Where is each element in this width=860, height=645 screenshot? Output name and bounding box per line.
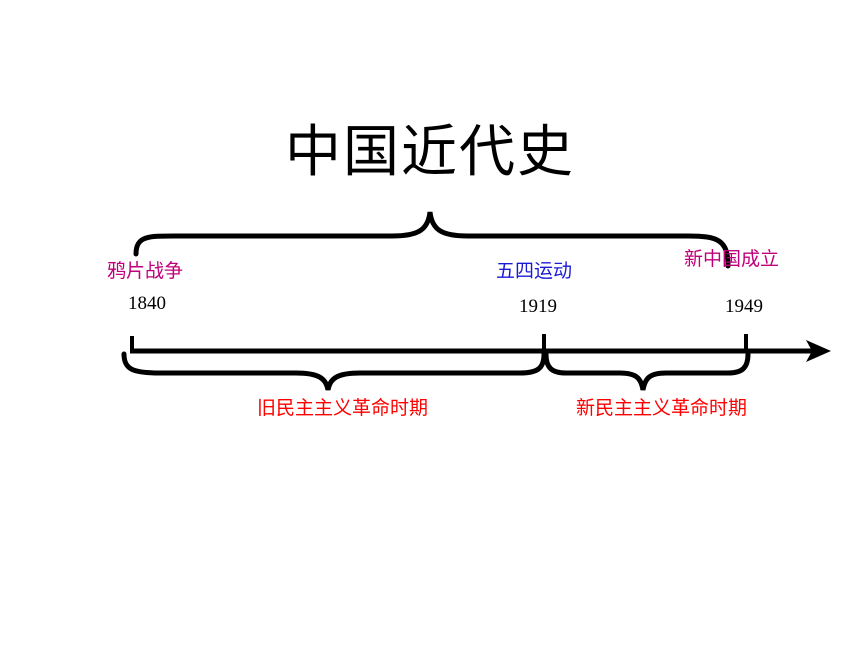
slide-title: 中国近代史: [285, 120, 575, 185]
period-new-democratic-revolution: 新民主主义革命时期: [576, 397, 748, 419]
old-democratic-period-brace: [121, 351, 547, 391]
period-old-democratic-revolution: 旧民主主义革命时期: [257, 397, 429, 419]
year-1919: 1919: [519, 296, 557, 317]
event-prc-founding: 新中国成立: [684, 248, 780, 270]
event-opium-war: 鸦片战争: [107, 260, 184, 282]
modern-history-brace: [133, 211, 731, 269]
event-may-fourth: 五四运动: [496, 260, 573, 282]
new-democratic-period-brace: [543, 351, 751, 391]
year-1840: 1840: [128, 293, 166, 314]
timeline-arrowhead: [806, 340, 831, 362]
year-1949: 1949: [725, 296, 763, 317]
